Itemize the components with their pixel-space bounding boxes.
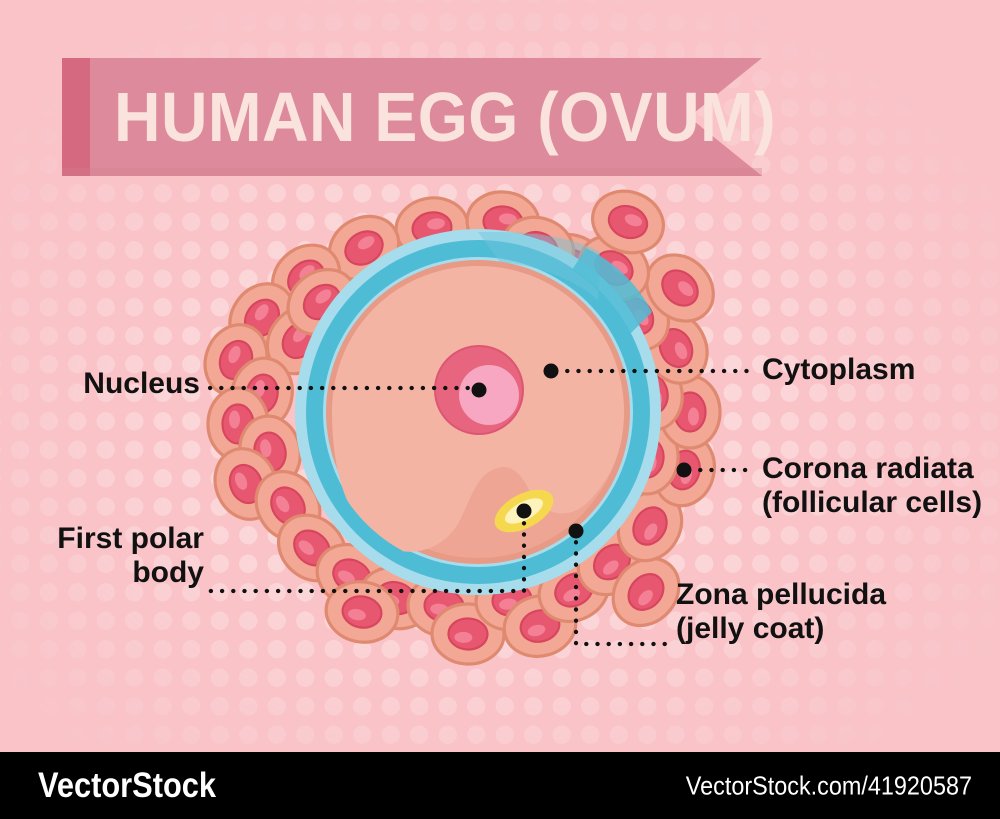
label-corona-line1: Corona radiata (762, 452, 974, 485)
label-cytoplasm-line1: Cytoplasm (762, 353, 916, 386)
leader-lines (205, 368, 755, 647)
leader-zona (573, 528, 671, 647)
label-first-polar-body: First polar body (44, 522, 204, 589)
label-corona-radiata: Corona radiata (follicular cells) (762, 452, 982, 519)
dot-nucleus (471, 382, 487, 398)
label-zona-pellucida: Zona pellucida (jelly coat) (676, 578, 886, 645)
dot-first-polar (516, 503, 532, 519)
dot-zona (568, 523, 584, 539)
label-first-polar-line2: body (132, 555, 204, 589)
page-title: HUMAN EGG (OVUM) (114, 78, 777, 156)
dot-corona (676, 462, 692, 478)
label-cytoplasm: Cytoplasm (762, 353, 915, 387)
watermark-footer: VectorStock VectorStock.com/41920587 (0, 752, 1000, 819)
egg-diagram (193, 179, 755, 667)
label-zona-line2: (jelly coat) (676, 611, 825, 645)
vectorstock-url: VectorStock.com/41920587 (685, 770, 972, 800)
vectorstock-brand: VectorStock (38, 765, 217, 805)
label-zona-line1: Zona pellucida (676, 578, 887, 611)
label-nucleus: Nucleus (80, 367, 200, 401)
dot-cytoplasm (543, 363, 559, 379)
title-ribbon: HUMAN EGG (OVUM) (62, 58, 777, 176)
leader-first-polar (205, 509, 527, 594)
label-first-polar-line1: First polar (57, 522, 204, 555)
label-corona-line2: (follicular cells) (762, 485, 983, 519)
leader-dots (471, 363, 692, 539)
label-nucleus-line1: Nucleus (83, 367, 200, 400)
